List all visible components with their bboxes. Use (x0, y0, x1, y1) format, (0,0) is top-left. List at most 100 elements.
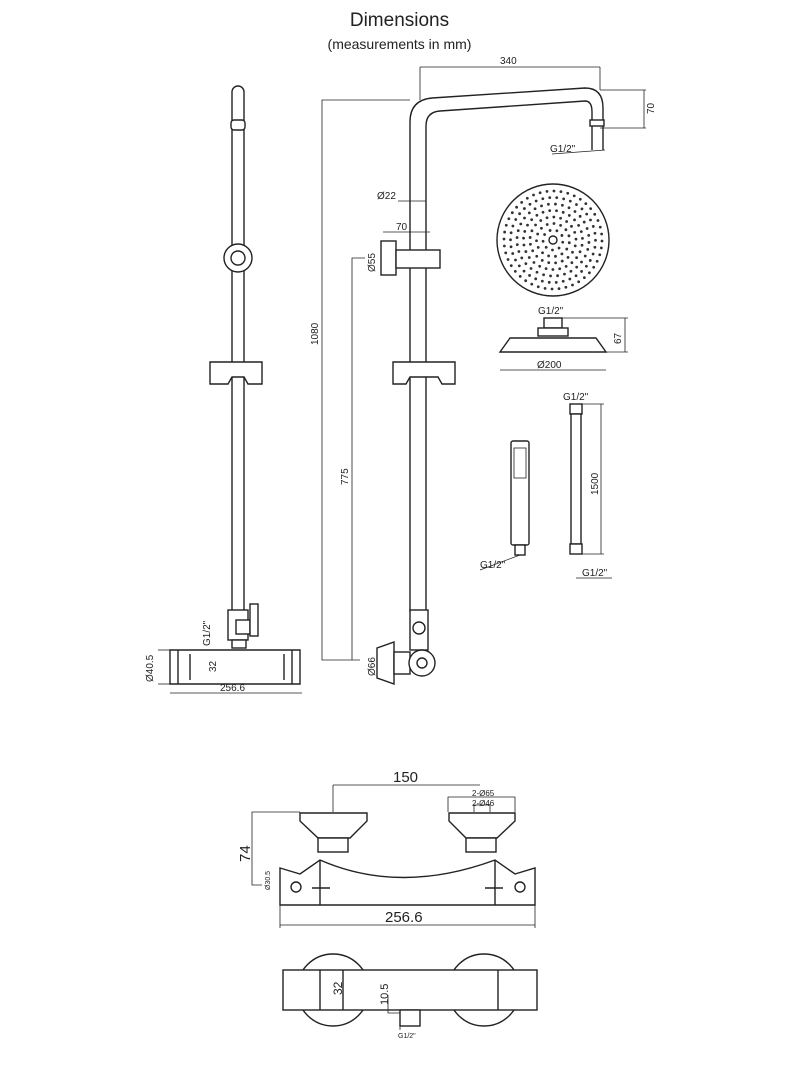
nozzle-dot (514, 258, 517, 262)
nozzle-dot (578, 214, 582, 218)
nozzle-dot (591, 252, 595, 256)
nozzle-dot (580, 243, 584, 247)
leader-line (551, 149, 606, 155)
arm-width-label: 340 (500, 56, 517, 67)
nozzle-dot (515, 205, 519, 209)
top-thread-label: G1/2" (398, 1033, 416, 1040)
shower-head-nozzles (502, 189, 604, 291)
nozzle-dot (591, 225, 595, 228)
nozzle-dot (561, 279, 565, 283)
rail-pipe (231, 85, 245, 612)
nozzle-dot (538, 264, 542, 268)
nozzle-dot (558, 267, 562, 271)
nozzle-dot (528, 274, 531, 277)
nozzle-dot (570, 224, 573, 228)
nozzle-dot (524, 279, 528, 283)
nozzle-dot (585, 227, 589, 230)
nozzle-dot (522, 207, 526, 210)
nozzle-dot (543, 286, 547, 290)
hanger-ring-inner (230, 250, 246, 266)
diverter-port (235, 619, 251, 635)
nozzle-dot (600, 232, 604, 236)
holder-depth-label: 70 (396, 222, 408, 233)
nozzle-dot (504, 251, 508, 255)
nozzle-dot (559, 190, 563, 194)
valve-body-top (282, 969, 538, 1011)
nozzle-dot (544, 267, 548, 271)
dim-line (351, 257, 365, 660)
nozzle-dot (594, 238, 597, 242)
nozzle-dot (539, 219, 543, 222)
nozzle-dot (536, 232, 540, 236)
nozzle-dot (534, 199, 538, 203)
valve-length-label: 256.6 (220, 683, 245, 694)
slider-height-label: 775 (340, 468, 351, 485)
nozzle-dot (554, 280, 558, 284)
nozzle-dot (504, 223, 508, 227)
nozzle-dot (519, 222, 523, 226)
elbow-dia-label: Ø66 (367, 657, 378, 676)
top-offset-label: 10.5 (379, 984, 391, 1005)
nozzle-dot (581, 237, 584, 240)
nozzle-dot (564, 285, 568, 289)
nozzle-dot (548, 209, 552, 213)
nozzle-dot (546, 202, 550, 206)
nozzle-dot (595, 259, 599, 263)
nozzle-dot (566, 191, 570, 195)
knob-dia-label: 2-Ø65 (472, 789, 495, 798)
hose-length-label: 1500 (590, 472, 601, 495)
nozzle-dot (541, 251, 544, 255)
left-knob-nut (317, 837, 349, 853)
nozzle-dot (541, 239, 545, 243)
nozzle-dot (588, 259, 592, 262)
nozzle-dot (528, 236, 532, 239)
nozzle-dot (536, 285, 540, 289)
nozzle-dot (564, 228, 568, 232)
nozzle-dot (574, 237, 578, 241)
nozzle-dot (551, 268, 555, 271)
nozzle-dot (533, 207, 537, 211)
head-thread-label: G1/2" (538, 306, 564, 317)
front-height-label: 74 (237, 845, 254, 862)
accessories: G1/2" 67 Ø200 G1/2" G1/2" 1500 G1/2" (479, 183, 628, 579)
nozzle-dot (573, 218, 576, 222)
nozzle-dot (510, 211, 514, 215)
handshower-connector (514, 544, 526, 556)
nozzle-dot (555, 196, 559, 200)
valve-depth-label: 32 (208, 660, 219, 672)
nozzle-dot (596, 219, 600, 222)
nozzle-dot (540, 204, 543, 208)
nozzle-dot (554, 202, 557, 206)
nozzle-dot (570, 261, 574, 265)
leader-line (479, 554, 521, 571)
front-length-label: 256.6 (385, 909, 423, 926)
nozzle-dot (513, 269, 517, 273)
nozzle-dot (534, 277, 538, 281)
nozzle-dot (563, 272, 566, 276)
left-rail-view: Ø40.5 32 256.6 G1/2" (145, 85, 302, 694)
nozzle-dot (565, 247, 569, 251)
nozzle-dot (593, 245, 597, 249)
diagram-title: Dimensions (349, 10, 450, 31)
nozzle-dot (550, 287, 554, 291)
nozzle-dot (524, 262, 528, 266)
nozzle-dot (552, 189, 556, 193)
nozzle-dot (584, 264, 588, 268)
arm-thread-label: G1/2" (550, 144, 576, 155)
nozzle-dot (530, 218, 534, 222)
nozzle-dot (509, 245, 513, 249)
nozzle-dot (535, 270, 539, 274)
nozzle-dot (561, 210, 565, 214)
knob-base-dia-label: 2-Ø46 (472, 799, 495, 808)
nozzle-dot (593, 231, 597, 235)
nozzle-dot (565, 220, 569, 223)
nozzle-dot (585, 212, 589, 216)
screw-hole (514, 881, 526, 893)
nozzle-dot (559, 216, 562, 220)
nozzle-dot (548, 229, 552, 232)
nozzle-dot (529, 242, 532, 246)
nozzle-dot (556, 274, 560, 278)
diagram-subtitle: (measurements in mm) (327, 36, 472, 52)
nozzle-dot (599, 246, 603, 250)
